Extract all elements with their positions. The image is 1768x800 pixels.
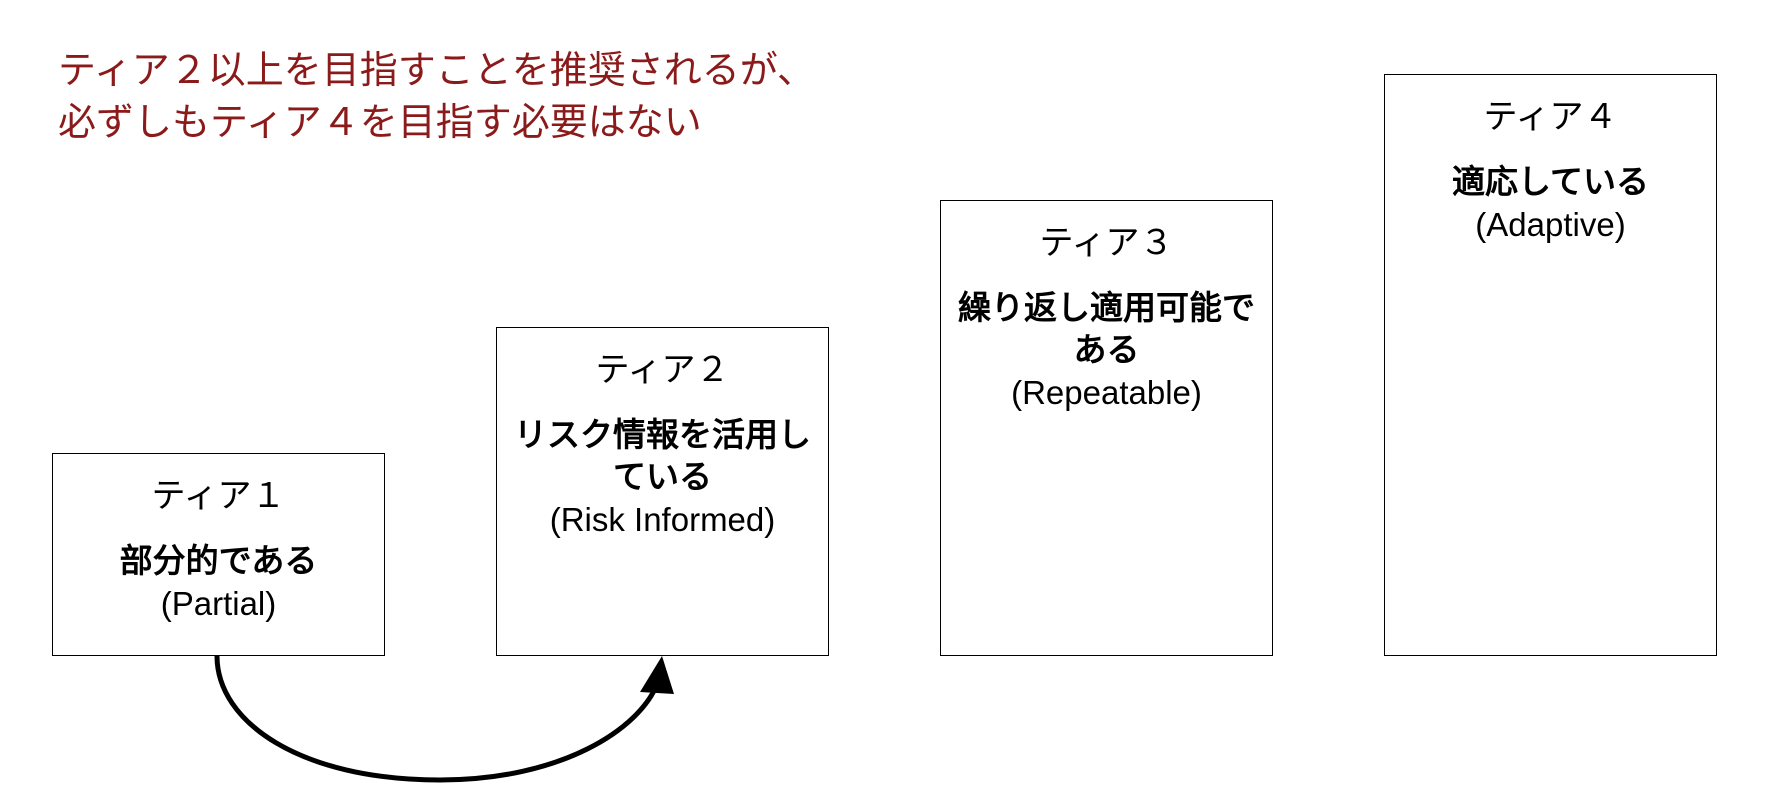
- arrow-head-icon: [640, 656, 674, 694]
- tier-1-box: ティア１ 部分的である (Partial): [52, 453, 385, 656]
- tier-3-name: 繰り返し適用可能である: [958, 288, 1255, 369]
- tier-1-name-en: (Partial): [160, 585, 277, 622]
- tier-3-name-en: (Repeatable): [1011, 374, 1202, 411]
- headline-line-1: ティア２以上を目指すことを推奨されるが、: [58, 48, 815, 92]
- headline: ティア２以上を目指すことを推奨されるが、 必ずしもティア４を目指す必要はない: [58, 44, 815, 148]
- tier-2-name-en: (Risk Informed): [549, 501, 776, 538]
- tier-1-name: 部分的である: [119, 541, 318, 580]
- tier-2-name: リスク情報を活用している: [514, 415, 811, 496]
- tier-4-name-en: (Adaptive): [1475, 206, 1626, 243]
- tier-3-box: ティア３ 繰り返し適用可能である (Repeatable): [940, 200, 1273, 656]
- tier-4-name: 適応している: [1451, 162, 1649, 201]
- tier-3-label: ティア３: [1039, 223, 1174, 263]
- tier-2-label: ティア２: [595, 350, 730, 390]
- headline-line-2: 必ずしもティア４を目指す必要はない: [58, 100, 702, 144]
- arrow-curve: [214, 655, 661, 783]
- tier-4-box: ティア４ 適応している (Adaptive): [1384, 74, 1717, 656]
- tier-1-label: ティア１: [151, 476, 286, 516]
- tier-2-box: ティア２ リスク情報を活用している (Risk Informed): [496, 327, 829, 656]
- tier-4-label: ティア４: [1483, 97, 1618, 137]
